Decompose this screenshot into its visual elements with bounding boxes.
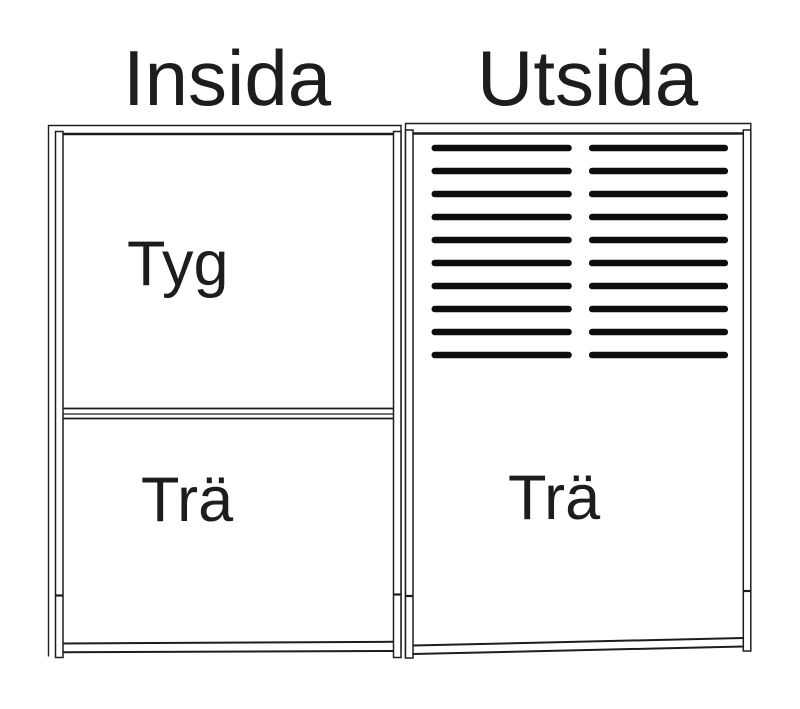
right-panel-left-stile xyxy=(404,129,414,659)
bottom-rail-top-line xyxy=(62,640,394,645)
vent-slats xyxy=(431,144,729,359)
left-panel-right-stile xyxy=(392,130,402,659)
bottom-rail-top-line xyxy=(412,637,744,647)
left-panel-drawing xyxy=(47,124,402,659)
right-panel-outer-frame xyxy=(404,122,752,657)
left-panel-fabric-label: Tyg xyxy=(127,229,229,299)
right-panel-wood-label: Trä xyxy=(508,463,601,533)
left-panel-wood-label: Trä xyxy=(141,465,234,535)
left-panel-middle-rail xyxy=(63,407,394,420)
bottom-rail-bottom-line xyxy=(412,645,744,655)
right-panel-title: Utsida xyxy=(477,34,699,122)
right-panel-drawing xyxy=(404,122,752,659)
left-panel-outer-frame xyxy=(47,124,402,657)
left-panel-left-stile xyxy=(54,130,64,659)
left-panel-bottom-rail xyxy=(62,640,394,654)
bottom-rail-bottom-line xyxy=(62,650,394,654)
left-panel-title: Insida xyxy=(123,34,332,122)
right-panel-right-stile xyxy=(742,129,752,652)
right-panel-bottom-rail xyxy=(412,637,744,655)
